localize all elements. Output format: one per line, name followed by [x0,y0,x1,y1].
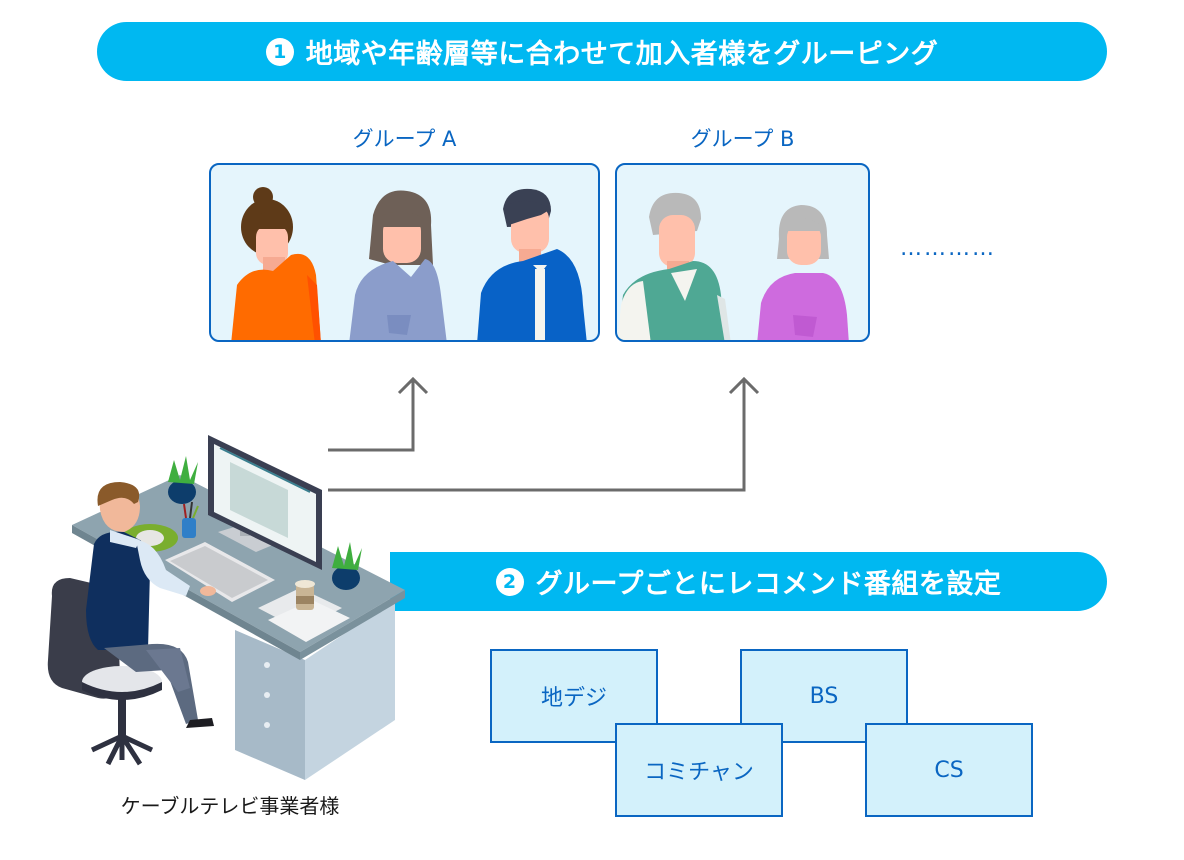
operator-person [86,482,216,728]
step2-number-badge: 2 [495,567,524,596]
step1-banner: 1 地域や年齢層等に合わせて加入者様をグルーピング [97,22,1107,81]
channel-bs-label: BS [809,683,839,709]
step2-banner: 2 グループごとにレコメンド番組を設定 [390,552,1107,611]
channel-comichan: コミチャン [615,723,783,817]
channel-cs-label: CS [934,757,964,783]
person-woman-lavender [349,190,447,340]
channel-cs: CS [865,723,1033,817]
person-elderly-woman [757,205,849,340]
desk-drawers [235,600,395,780]
plant-left [168,456,198,504]
more-groups-ellipsis: ………… [900,236,996,261]
group-b-label: グループ B [690,127,795,151]
group-b-box [615,163,870,342]
monitor [208,435,322,570]
operator-label: ケーブルテレビ事業者様 [120,794,340,818]
step2-title: グループごとにレコメンド番組を設定 [535,569,1002,600]
channel-chideji-label: 地デジ [540,686,607,711]
group-a-label: グループ A [352,127,457,151]
channel-comichan-label: コミチャン [644,760,754,785]
plant-right [332,542,362,590]
arrow-to-group-a [328,376,429,452]
group-a-box [209,163,600,342]
operator-at-desk-illustration [47,435,405,780]
pencil-cup [182,501,199,538]
person-elderly-man [617,192,731,340]
step1-title: 地域や年齢層等に合わせて加入者様をグルーピング [305,39,939,70]
keyboard [165,542,275,602]
step1-number-badge: 1 [265,37,294,66]
person-woman-orange [231,187,321,340]
coffee-cup [295,580,315,610]
arrow-to-group-b [328,376,760,492]
person-man-blue-jacket [477,188,587,340]
